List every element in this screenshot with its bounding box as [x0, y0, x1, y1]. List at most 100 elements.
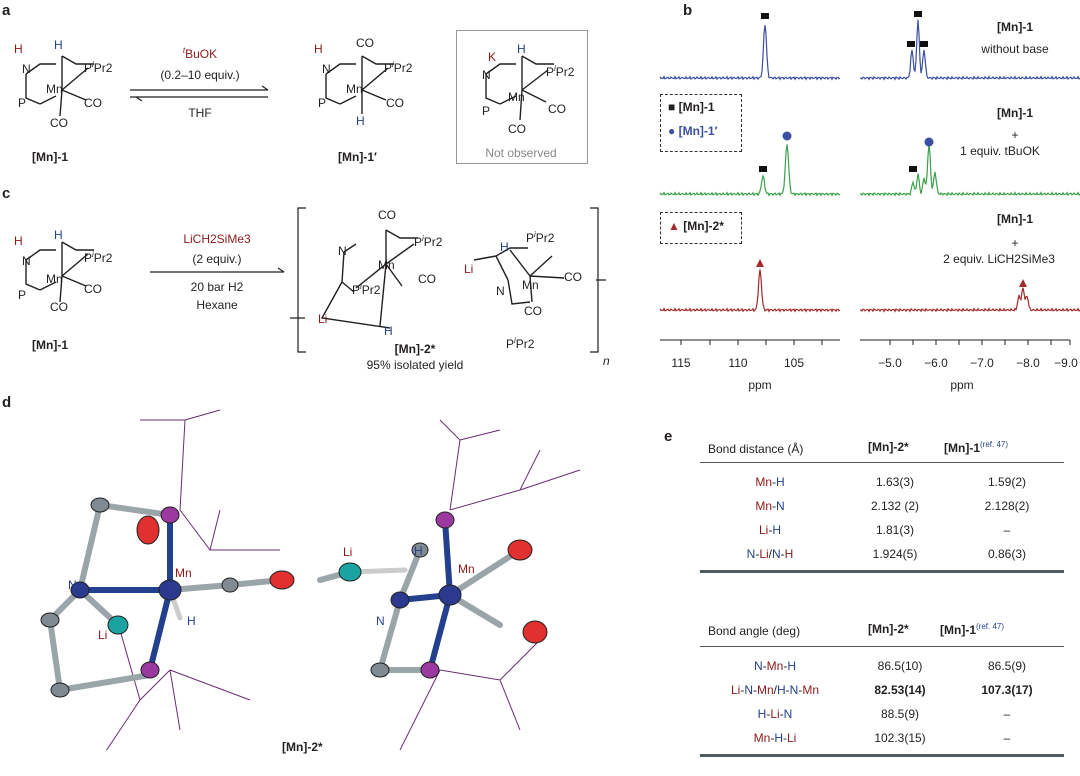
value-cell: 1.63(3) — [875, 475, 915, 489]
crystal-caption: [Mn]-2* — [282, 740, 323, 754]
atom-H-blue: H — [54, 38, 63, 52]
tick-right-3: −8.0 — [1016, 356, 1040, 370]
table1-header-mn1: [Mn]-1(ref. 47) — [944, 440, 1009, 455]
nmr-row1-line2: without base — [981, 42, 1049, 56]
atom-H-blue-3: H — [517, 42, 526, 56]
tick-right-0: −5.0 — [878, 356, 902, 370]
atom-PiPr2: PiPr2 — [84, 60, 113, 75]
crystal-label-h1: H — [187, 614, 196, 628]
atom-P-2: P — [318, 96, 327, 110]
table-row: Mn-H 1.63(3) 1.59(2) — [700, 470, 1064, 494]
table2-bottom-rule — [700, 754, 1064, 757]
nmr-row2-line2: + — [1011, 128, 1019, 142]
tick-right-1: −6.0 — [924, 356, 948, 370]
axis-label-right: ppm — [950, 378, 974, 392]
atom-PiPr2-2: PiPr2 — [384, 60, 413, 75]
spectrum-right-green — [859, 144, 1080, 197]
nmr-row2-line3: 1 equiv. tBuOK — [960, 144, 1040, 158]
atom-Mn-c: Mn — [46, 272, 63, 286]
value-cell: – — [1003, 707, 1011, 721]
atom-H-blue-c: H — [54, 228, 63, 242]
marker-mn1 — [907, 41, 915, 47]
solvent-thf: THF — [188, 106, 212, 120]
spectrum-left-green — [659, 144, 841, 197]
value-cell: 0.86(3) — [987, 547, 1027, 561]
table2-header-mn1: [Mn]-1(ref. 47) — [940, 622, 1005, 637]
marker-mn2 — [1019, 279, 1027, 287]
panel-letter-a: a — [2, 2, 11, 19]
marker-mn1prime — [782, 131, 792, 141]
crystal-label-li1: Li — [98, 628, 108, 642]
marker-mn1 — [909, 166, 917, 172]
scheme-a-structures — [25, 55, 554, 121]
atom-CO-6: CO — [508, 122, 526, 136]
atom-CO: CO — [84, 96, 102, 110]
marker-mn1 — [761, 13, 769, 19]
atom-PiPr2-p1: PiPr2 — [414, 234, 443, 249]
value-cell: 86.5(10) — [877, 659, 923, 673]
not-observed-label: Not observed — [485, 146, 557, 160]
spectrum-left-red — [659, 269, 841, 313]
panel-letter-c: c — [2, 185, 11, 202]
atom-PiPr2-p3: PiPr2 — [506, 336, 535, 351]
bond-cell: Li-N-Mn/H-N-Mn — [730, 683, 820, 697]
crystal-label-mn2: Mn — [458, 562, 475, 576]
atom-CO-p4: CO — [524, 304, 542, 318]
atom-H-blue-2: H — [356, 114, 365, 128]
nmr-row1-line1: [Mn]-1 — [997, 20, 1033, 34]
atom-PiPr2-p1b: PiPr2 — [352, 282, 381, 297]
tick-left-0: 115 — [671, 356, 691, 370]
atom-Mn-3: Mn — [508, 90, 525, 104]
atom-Li-p: Li — [464, 262, 474, 276]
axis-label-left: ppm — [748, 378, 772, 392]
compound-mn1-a: [Mn]-1 — [32, 150, 68, 164]
nmr-row3-line3: 2 equiv. LiCH2SiMe3 — [943, 252, 1055, 266]
spectrum-right-red — [859, 287, 1080, 313]
atom-N-p2: N — [496, 284, 505, 298]
bond-cell: N-Mn-H — [753, 659, 796, 673]
value-cell: 107.3(17) — [981, 683, 1033, 697]
crystal-label-n1: N — [68, 578, 77, 592]
value-cell: – — [1003, 523, 1011, 537]
scheme-c-structures — [25, 207, 606, 353]
atom-H-red-2: H — [314, 42, 323, 56]
atom-P: P — [18, 96, 27, 110]
isolated-yield: 95% isolated yield — [366, 358, 464, 372]
atom-N: N — [22, 62, 31, 76]
atom-N-p1: N — [338, 244, 347, 258]
legend-mn1: ■ [Mn]-1 — [668, 100, 715, 114]
atom-PiPr2-c: PiPr2 — [84, 250, 113, 265]
panel-letter-b: b — [683, 2, 693, 19]
atom-Mn-p2: Mn — [522, 278, 539, 292]
not-observed-box — [456, 30, 588, 164]
atom-Mn: Mn — [46, 82, 63, 96]
compound-mn2: [Mn]-2* — [394, 342, 436, 356]
panel-letter-e: e — [664, 428, 673, 445]
crystal-structure — [40, 409, 581, 750]
atom-CO-5: CO — [548, 102, 566, 116]
tick-left-2: 105 — [783, 356, 805, 370]
marker-mn1prime — [924, 137, 934, 147]
bond-cell: Mn-H-Li — [753, 731, 797, 745]
atom-H-p: H — [384, 324, 393, 338]
atom-Mn-p1: Mn — [378, 258, 395, 272]
polymer-n: n — [603, 354, 610, 368]
atom-CO-c2: CO — [50, 300, 68, 314]
reagent-equiv-c: (2 equiv.) — [192, 252, 242, 266]
atom-K: K — [488, 50, 497, 64]
value-cell: 86.5(9) — [987, 659, 1027, 673]
value-cell: 1.59(2) — [987, 475, 1027, 489]
nmr-row3-line2: + — [1011, 236, 1019, 250]
atom-CO-3: CO — [356, 36, 374, 50]
table2-header-rule — [700, 646, 1064, 647]
crystal-label-n2: N — [376, 614, 385, 628]
atom-Li-p2: Li — [318, 312, 328, 326]
solvent-hexane: Hexane — [196, 298, 238, 312]
bond-cell: H-Li-N — [757, 707, 793, 721]
compound-mn1-c: [Mn]-1 — [32, 338, 68, 352]
bond-cell: Mn-H — [755, 475, 785, 489]
